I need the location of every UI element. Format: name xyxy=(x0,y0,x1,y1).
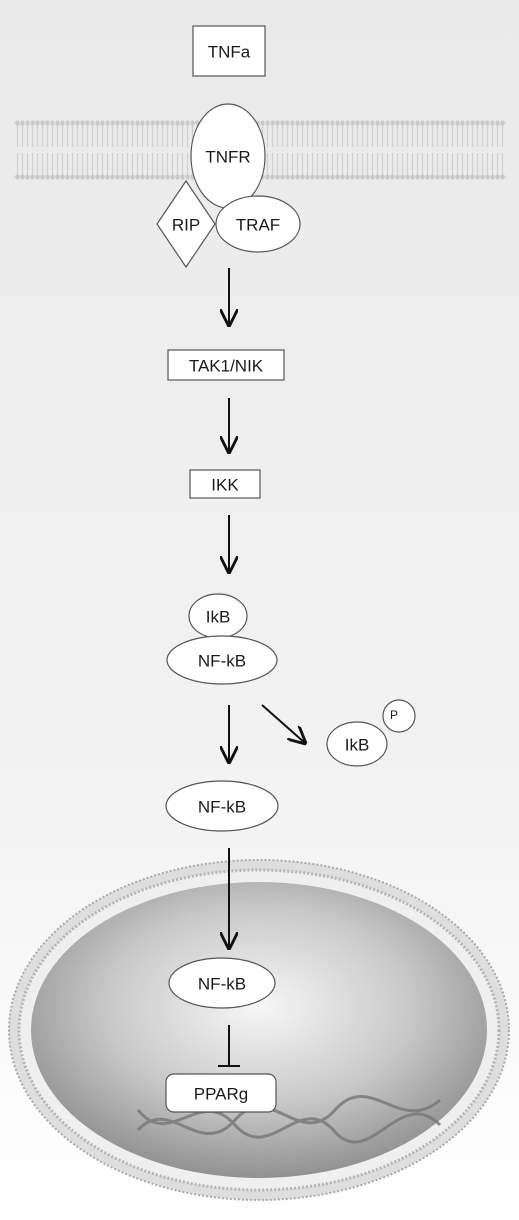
label-phospho: P xyxy=(390,708,398,722)
label-pparg: PPARg xyxy=(194,1085,249,1104)
node-ikb-phosphorylated: IkB P xyxy=(326,699,416,767)
node-tak1-nik: TAK1/NIK xyxy=(167,349,285,381)
node-nfkb-cytoplasm: NF-kB xyxy=(165,780,279,832)
label-nfkb-free: NF-kB xyxy=(198,798,246,817)
arrow-complex-to-ikb xyxy=(261,704,305,743)
label-ikk: IKK xyxy=(211,476,239,495)
node-pparg: PPARg xyxy=(165,1073,277,1113)
label-nfkb-nucleus: NF-kB xyxy=(198,975,246,994)
node-ikb-nfkb-complex: IkB NF-kB xyxy=(166,593,278,685)
node-nfkb-nucleus: NF-kB xyxy=(168,957,276,1009)
node-tnfr: TNFR xyxy=(190,103,266,209)
node-rip: RIP xyxy=(156,179,216,269)
label-ikb-bound: IkB xyxy=(206,608,231,627)
label-tnfr: TNFR xyxy=(205,148,250,167)
label-tnfa: TNFa xyxy=(208,43,251,62)
edges xyxy=(218,268,305,1067)
node-ikk: IKK xyxy=(189,469,261,499)
dna-strand-icon xyxy=(136,1095,442,1144)
label-tak1-nik: TAK1/NIK xyxy=(189,357,264,376)
nucleus xyxy=(8,859,510,1201)
node-traf: TRAF xyxy=(215,195,301,253)
label-nfkb-bound: NF-kB xyxy=(198,652,246,671)
label-rip: RIP xyxy=(172,216,200,235)
label-ikb-released: IkB xyxy=(345,736,370,755)
label-traf: TRAF xyxy=(236,216,280,235)
node-tnfa: TNFa xyxy=(192,25,266,77)
